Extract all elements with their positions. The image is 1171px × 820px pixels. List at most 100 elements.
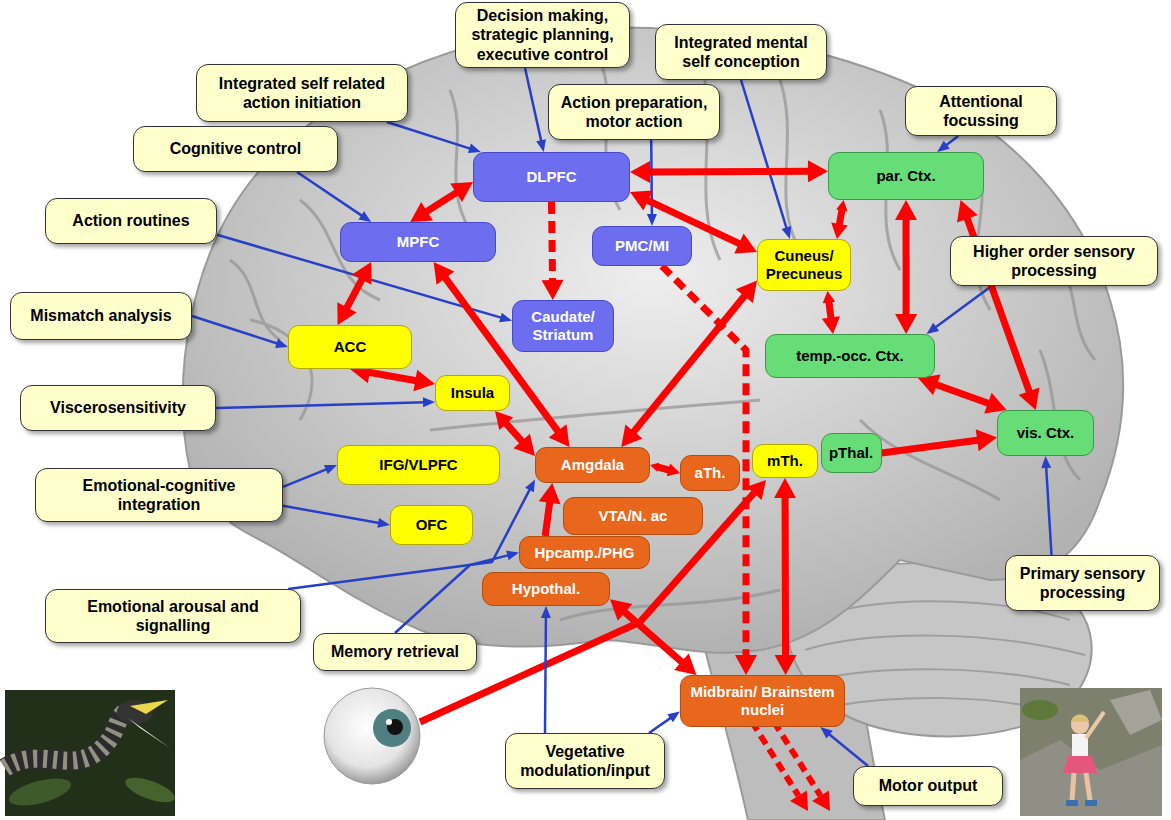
callout-pointer xyxy=(541,606,551,733)
connector-line xyxy=(934,286,991,328)
callout-box: Cognitive control xyxy=(133,126,338,172)
callout-pointer xyxy=(387,122,481,153)
connector-line xyxy=(933,383,992,404)
arrow-head xyxy=(324,465,337,474)
callout-box: Emotional-cognitive integration xyxy=(35,468,283,522)
node-label: pThal. xyxy=(829,444,873,462)
connector-line xyxy=(192,316,279,344)
node-label: Viscerosensitivity xyxy=(50,398,186,417)
connector-line xyxy=(283,506,381,524)
connection-arrow xyxy=(774,478,796,675)
connection-arrow xyxy=(610,599,697,675)
arrow-head xyxy=(499,313,512,323)
climbing-girl-photo xyxy=(1020,688,1162,816)
callout-box: Motor output xyxy=(853,766,1003,806)
arrow-head xyxy=(1019,387,1040,410)
node-label: Caudate/ Striatum xyxy=(519,308,607,344)
connection-arrow xyxy=(630,160,828,183)
arrow-head xyxy=(506,551,519,561)
callout-box: Viscerosensitivity xyxy=(20,385,216,431)
connector-line xyxy=(622,610,684,665)
connector-line xyxy=(525,68,542,143)
callout-box: Attentional focussing xyxy=(905,86,1057,136)
connection-arrow xyxy=(542,202,564,300)
region-box: Hpcamp./PHG xyxy=(519,536,650,569)
arrow-head xyxy=(782,226,792,239)
node-label: Amgdala xyxy=(561,456,624,474)
callout-box: Integrated mental self conception xyxy=(655,24,827,80)
connector-line xyxy=(782,494,790,659)
connector-line xyxy=(544,616,547,733)
arrow-head xyxy=(468,144,481,154)
arrow-head xyxy=(822,316,840,334)
arrow-head xyxy=(536,139,546,152)
callout-pointer xyxy=(927,286,992,334)
node-label: vis. Ctx. xyxy=(1017,424,1075,442)
arrow-head xyxy=(735,655,757,675)
region-box: pThal. xyxy=(821,433,882,473)
node-label: Action preparation, motor action xyxy=(555,93,713,131)
arrow-head xyxy=(352,262,371,285)
node-label: Attentional focussing xyxy=(912,92,1050,130)
connection-arrow xyxy=(650,463,680,477)
arrow-head xyxy=(647,214,657,226)
node-label: Insula xyxy=(451,384,494,402)
connector-line xyxy=(545,499,550,536)
arrow-head xyxy=(275,339,288,349)
node-label: Vegetative modulation/input xyxy=(512,742,658,780)
connector-line xyxy=(945,136,958,146)
arrow-head xyxy=(450,182,473,202)
arrow-head xyxy=(541,606,551,618)
arrow-head xyxy=(667,711,680,722)
connector-line xyxy=(631,293,747,435)
region-box: vis. Ctx. xyxy=(997,410,1094,456)
callout-pointer xyxy=(192,316,288,348)
arrow-head xyxy=(410,202,433,222)
node-label: Integrated self related action initiatio… xyxy=(203,74,401,112)
connection-arrow xyxy=(410,182,473,222)
arrow-head xyxy=(413,370,435,392)
callout-pointer xyxy=(525,68,546,152)
arrow-head xyxy=(831,223,848,239)
node-label: Cognitive control xyxy=(170,139,302,158)
arrow-head xyxy=(495,411,513,430)
region-box: Cuneus/ Precuneus xyxy=(757,239,851,291)
region-box: ACC xyxy=(288,325,412,369)
node-label: Higher order sensory processing xyxy=(957,242,1151,280)
arrow-head xyxy=(423,397,435,407)
callout-pointer xyxy=(820,727,868,766)
arrow-head xyxy=(823,291,836,303)
node-label: Primary sensory processing xyxy=(1012,564,1153,602)
callout-pointer xyxy=(216,397,435,408)
node-label: Cuneus/ Precuneus xyxy=(764,247,844,283)
region-box: temp.-occ. Ctx. xyxy=(765,334,935,378)
arrow-head xyxy=(630,161,650,183)
connection-arrow xyxy=(337,262,371,325)
brain-gyri xyxy=(230,60,1095,620)
callout-box: Action routines xyxy=(45,198,217,244)
arrow-head xyxy=(1041,456,1051,468)
connection-arrow xyxy=(621,281,757,447)
arrow-head xyxy=(542,280,564,300)
region-box: DLPFC xyxy=(473,152,630,202)
arrow-head xyxy=(836,200,847,211)
node-label: par. Ctx. xyxy=(876,167,935,185)
connector-line xyxy=(504,421,524,444)
region-box: Caudate/ Striatum xyxy=(512,300,614,352)
connector-line xyxy=(1046,466,1051,555)
node-label: Memory retrieval xyxy=(331,642,459,661)
node-label: Action routines xyxy=(72,211,189,230)
arrow-head xyxy=(667,464,680,477)
node-label: MPFC xyxy=(397,233,440,251)
node-label: Integrated mental self conception xyxy=(662,33,820,71)
callout-box: Mismatch analysis xyxy=(10,292,192,340)
arrow-head xyxy=(820,727,832,738)
arrow-head xyxy=(549,424,570,447)
region-box: Midbrain/ Brainstem nuclei xyxy=(680,675,845,727)
arrow-head xyxy=(630,191,653,211)
callout-pointer xyxy=(647,140,657,226)
connection-arrow xyxy=(539,483,561,536)
connector-line xyxy=(345,276,364,311)
region-box: aTh. xyxy=(680,455,740,491)
connector-line xyxy=(297,172,363,217)
